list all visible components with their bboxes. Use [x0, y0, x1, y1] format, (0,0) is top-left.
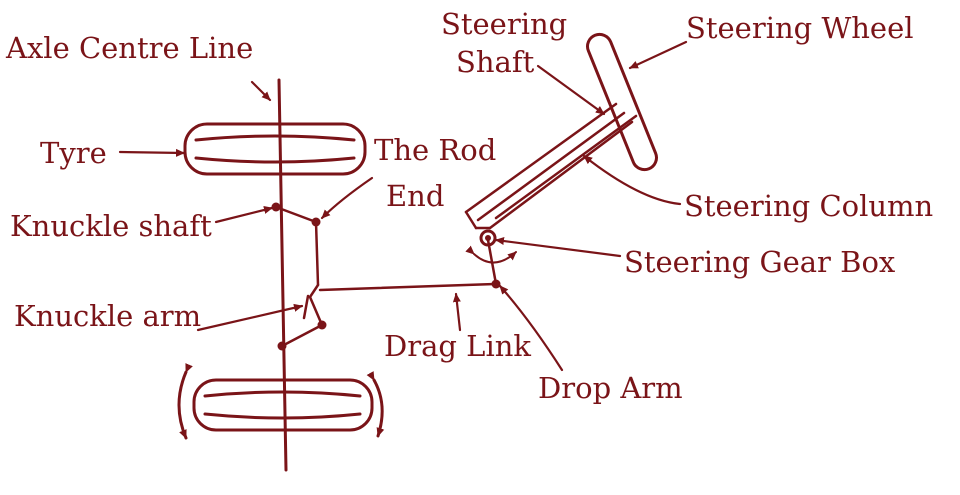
knuckle-shaft-joint [271, 202, 281, 212]
axle-centre-line [277, 78, 288, 472]
steering-column [464, 102, 638, 230]
label-pointers [118, 40, 688, 372]
label-knuckle-shaft: Knuckle shaft [10, 209, 212, 243]
label-steering-wheel: Steering Wheel [686, 11, 914, 45]
label-rod-end-line2: End [386, 179, 444, 213]
bottom-tyre [192, 378, 374, 432]
lower-knuckle-joint [277, 341, 287, 351]
drag-link-rod [318, 282, 497, 292]
label-axle-centre-line: Axle Centre Line [5, 31, 253, 65]
label-drop-arm: Drop Arm [538, 371, 683, 405]
label-drag-link: Drag Link [384, 329, 531, 363]
label-steering-shaft-line1: Steering [441, 7, 567, 41]
rotation-arrow-icon [465, 245, 517, 264]
top-tyre [183, 122, 367, 176]
label-steering-shaft-line2: Shaft [456, 45, 535, 79]
label-steering-gear-box: Steering Gear Box [624, 245, 895, 279]
label-knuckle-arm: Knuckle arm [14, 299, 201, 333]
steering-wheel [586, 32, 658, 172]
rod-end-joint [311, 217, 321, 227]
label-tyre: Tyre [40, 136, 107, 170]
knuckle-arm-joint [317, 320, 327, 330]
label-steering-column: Steering Column [684, 189, 933, 223]
label-rod-end-line1: The Rod [374, 133, 496, 167]
rotation-arrow-icon [366, 371, 385, 438]
knuckle-linkage [274, 205, 497, 348]
rotation-arrow-icon [177, 363, 193, 440]
